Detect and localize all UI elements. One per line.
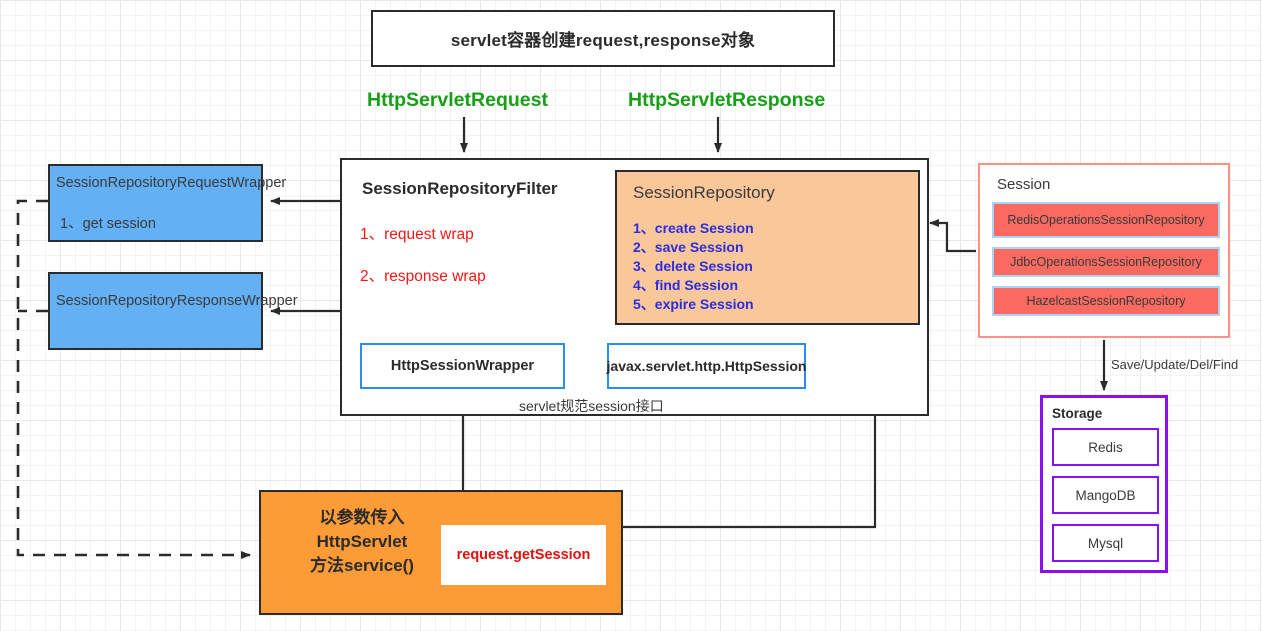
filter-title: SessionRepositoryFilter [362,179,558,198]
http-session-wrapper-box: HttpSessionWrapper [360,343,565,389]
storage-panel-title: Storage [1052,406,1103,421]
javax-servlet-http-session-box: javax.servlet.http.HttpSession [607,343,806,389]
operation-expire-session: 5、expire Session [633,296,754,312]
hazelcast-session-repository-chip: HazelcastSessionRepository [992,286,1220,316]
javax-session-label: javax.servlet.http.HttpSession [606,357,807,374]
filter-step-response-wrap: 2、response wrap [360,268,486,285]
filter-step-request-wrap: 1、request wrap [360,226,474,243]
service-line-2: HttpServlet [316,532,408,551]
servlet-spec-caption: servlet规范session接口 [519,398,664,414]
request-wrapper-detail: 1、get session [60,216,156,232]
request-get-session-box: request.getSession [441,525,606,585]
session-repository-box: SessionRepository 1、create Session 2、sav… [615,170,920,325]
http-session-wrapper-label: HttpSessionWrapper [390,358,535,374]
session-repository-request-wrapper-box: SessionRepositoryRequestWrapper 1、get se… [48,164,287,242]
edge-session-impl-to-repository [929,219,976,253]
storage-edge-label: Save/Update/Del/Find [1111,357,1239,372]
session-repository-title: SessionRepository [633,183,775,202]
request-get-session-label: request.getSession [456,547,591,563]
session-repository-operations: 1、create Session 2、save Session 3、delete… [633,219,754,314]
response-wrapper-name: SessionRepositoryResponseWrapper [56,293,298,309]
operation-save-session: 2、save Session [633,239,744,255]
service-method-box: 以参数传入 HttpServlet 方法service() request.ge… [259,490,623,615]
storage-item-mangodb: MangoDB [1052,476,1159,514]
operation-find-session: 4、find Session [633,277,739,293]
service-line-3: 方法service() [310,556,414,575]
session-panel-title: Session [997,176,1051,193]
storage-item-mysql: Mysql [1052,524,1159,562]
service-line-1: 以参数传入 [319,508,405,527]
service-method-text: 以参数传入 HttpServlet 方法service() [277,506,447,578]
title-box: servlet容器创建request,response对象 [371,10,835,67]
session-implementations-panel: Session RedisOperationsSessionRepository… [978,163,1230,338]
label-http-servlet-response: HttpServletResponse [628,89,826,111]
request-wrapper-name: SessionRepositoryRequestWrapper [56,175,287,191]
session-repository-response-wrapper-box: SessionRepositoryResponseWrapper [48,272,298,350]
storage-item-redis: Redis [1052,428,1159,466]
label-http-servlet-request: HttpServletRequest [367,89,548,111]
jdbc-operations-session-repository-chip: JdbcOperationsSessionRepository [992,247,1220,277]
storage-panel: Storage Redis MangoDB Mysql [1040,395,1168,573]
operation-delete-session: 3、delete Session [633,258,753,274]
title-text: servlet容器创建request,response对象 [450,31,756,50]
redis-operations-session-repository-chip: RedisOperationsSessionRepository [992,202,1220,238]
edge-wrappers-dashed-to-service [16,199,251,559]
operation-create-session: 1、create Session [633,220,754,236]
